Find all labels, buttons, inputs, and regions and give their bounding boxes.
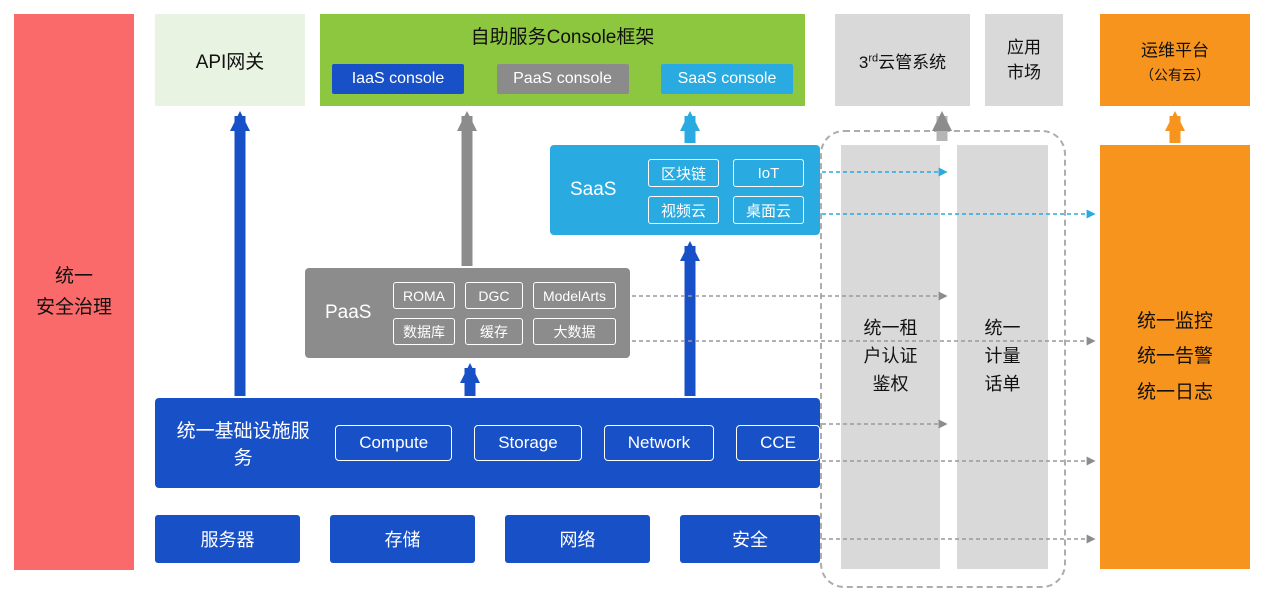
paas-chip-database: 数据库	[392, 318, 455, 345]
hardware-box-storage: 存储	[330, 515, 475, 563]
third-party-suffix: 云管系统	[878, 52, 947, 72]
hardware-box-server: 服务器	[155, 515, 300, 563]
console-chip-row: IaaS console PaaS console SaaS console	[332, 64, 793, 94]
saas-chip-desktop-cloud: 桌面云	[732, 196, 804, 224]
paas-chip-modelarts: ModelArts	[532, 282, 616, 309]
unified-tenant-auth-bar: 统一租 户认证 鉴权	[841, 145, 940, 569]
self-service-console-frame: 自助服务Console框架 IaaS console PaaS console …	[320, 14, 805, 106]
paas-console-chip: PaaS console	[496, 64, 629, 94]
infra-chip-cce: CCE	[736, 425, 820, 461]
saas-service-grid: 区块链 IoT 视频云 桌面云	[647, 159, 804, 224]
hardware-box-security: 安全	[680, 515, 820, 563]
infra-chip-compute: Compute	[335, 425, 453, 461]
om-platform-line1: 运维平台	[1141, 40, 1209, 60]
paas-chip-cache: 缓存	[464, 318, 523, 345]
infrastructure-layer-box: 统一基础设施服务 Compute Storage Network CCE	[155, 398, 820, 488]
third-party-prefix: 3	[858, 52, 869, 72]
paas-layer-box: PaaS ROMA DGC ModelArts 数据库 缓存 大数据	[305, 268, 630, 358]
infra-chip-storage: Storage	[474, 425, 582, 461]
iaas-console-chip: IaaS console	[332, 64, 464, 94]
om-platform-label: 运维平台 （公有云）	[1140, 36, 1210, 85]
unified-metering-bar: 统一 计量 话单	[957, 145, 1048, 569]
om-platform-line2: （公有云）	[1140, 66, 1210, 83]
unified-security-governance-bar: 统一 安全治理	[14, 14, 134, 570]
paas-chip-bigdata: 大数据	[532, 318, 616, 345]
third-party-superscript: rd	[868, 51, 879, 64]
console-frame-title: 自助服务Console框架	[470, 27, 655, 48]
saas-console-chip: SaaS console	[661, 64, 793, 94]
infrastructure-label: 统一基础设施服务	[176, 421, 310, 469]
app-market-box: 应用 市场	[985, 14, 1063, 106]
om-platform-box: 运维平台 （公有云）	[1100, 14, 1250, 106]
paas-service-grid: ROMA DGC ModelArts 数据库 缓存 大数据	[392, 282, 616, 345]
third-party-cloud-mgmt-box: 3rd云管系统	[835, 14, 970, 106]
saas-label: SaaS	[570, 179, 617, 200]
api-gateway-box: API网关	[155, 14, 305, 106]
third-party-label: 3rd云管系统	[859, 48, 946, 73]
saas-layer-box: SaaS 区块链 IoT 视频云 桌面云	[550, 145, 820, 235]
paas-chip-dgc: DGC	[464, 282, 523, 309]
paas-chip-roma: ROMA	[392, 282, 455, 309]
unified-monitoring-bar: 统一监控 统一告警 统一日志	[1100, 145, 1250, 569]
saas-chip-video-cloud: 视频云	[647, 196, 719, 224]
saas-chip-iot: IoT	[732, 159, 804, 187]
saas-chip-blockchain: 区块链	[647, 159, 719, 187]
infra-chip-network: Network	[603, 425, 715, 461]
hardware-box-network: 网络	[505, 515, 650, 563]
paas-label: PaaS	[325, 302, 372, 323]
infrastructure-service-row: Compute Storage Network CCE	[335, 425, 820, 461]
